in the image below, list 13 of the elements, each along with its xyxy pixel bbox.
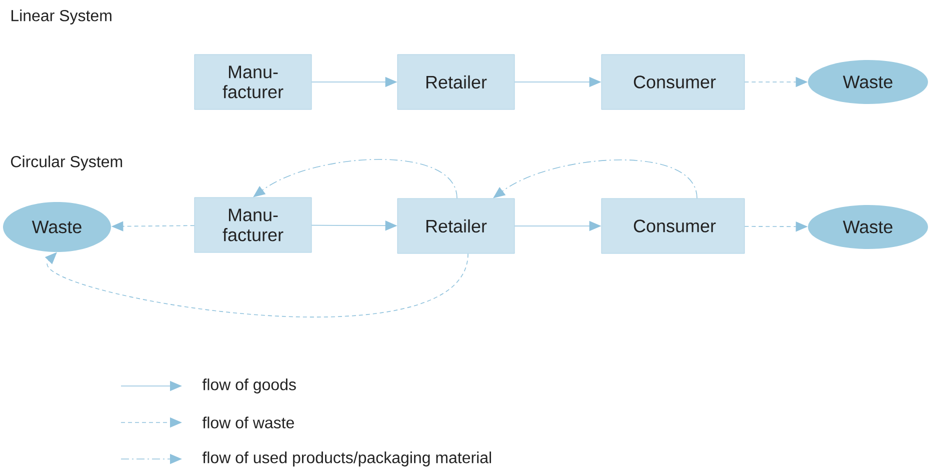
legend-text: flow of used products/packaging material [202, 452, 492, 466]
arrow [253, 159, 458, 199]
process-box: Consumer [601, 198, 745, 254]
section-title: Circular System [11, 156, 122, 170]
process-box: Manu- facturer [194, 54, 312, 110]
section-title: Linear System [12, 10, 112, 24]
process-box: Manu- facturer [194, 197, 312, 253]
process-box: Retailer [397, 54, 515, 110]
legend-text: flow of waste [202, 416, 294, 428]
legend-text: flow of goods [202, 378, 296, 394]
process-box: Consumer [601, 54, 745, 110]
arrow [493, 160, 698, 199]
process-box: Retailer [397, 198, 515, 254]
